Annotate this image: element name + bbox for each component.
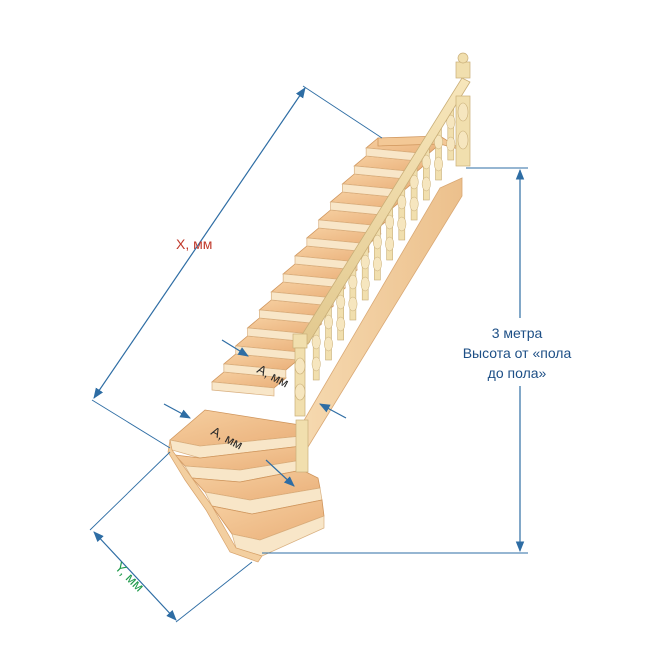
a-dimension-arrow-lower-right (265, 459, 295, 487)
dimension-lines (89, 85, 528, 623)
labels: X, мм Y, мм А, мм А, мм 3 метра Высота о… (112, 236, 586, 595)
stair-riser (318, 219, 382, 235)
baluster (385, 201, 395, 261)
x-dimension-line (93, 87, 306, 399)
baluster (336, 281, 346, 341)
height-label: 3 метра Высота от «пола до пола» (448, 318, 586, 386)
top-newel-post (455, 52, 471, 167)
winder-side (167, 439, 263, 563)
winder-newel (295, 419, 309, 473)
a-dimension-arrow-lower-left (163, 403, 191, 419)
staircase (167, 52, 471, 563)
baluster (421, 141, 431, 201)
a-dimension-arrow-upper-right (319, 403, 347, 419)
baluster (372, 221, 382, 281)
baluster (311, 321, 321, 381)
x-dimension-label: X, мм (176, 236, 212, 252)
height-label-line2: Высота от «пола (463, 345, 572, 361)
baluster (434, 121, 443, 181)
baluster (409, 161, 419, 221)
stair-riser (306, 237, 370, 253)
height-label-line3: до пола» (488, 365, 547, 381)
winder-steps (167, 409, 325, 563)
baluster (397, 181, 407, 241)
bottom-newel-post (292, 333, 308, 417)
baluster (360, 241, 370, 301)
a-dimension-arrow-upper-left (221, 339, 249, 357)
y-dimension-line (93, 531, 177, 621)
height-label-line1: 3 метра (492, 325, 543, 341)
y-dimension-label: Y, мм (112, 559, 148, 595)
baluster (324, 301, 333, 361)
